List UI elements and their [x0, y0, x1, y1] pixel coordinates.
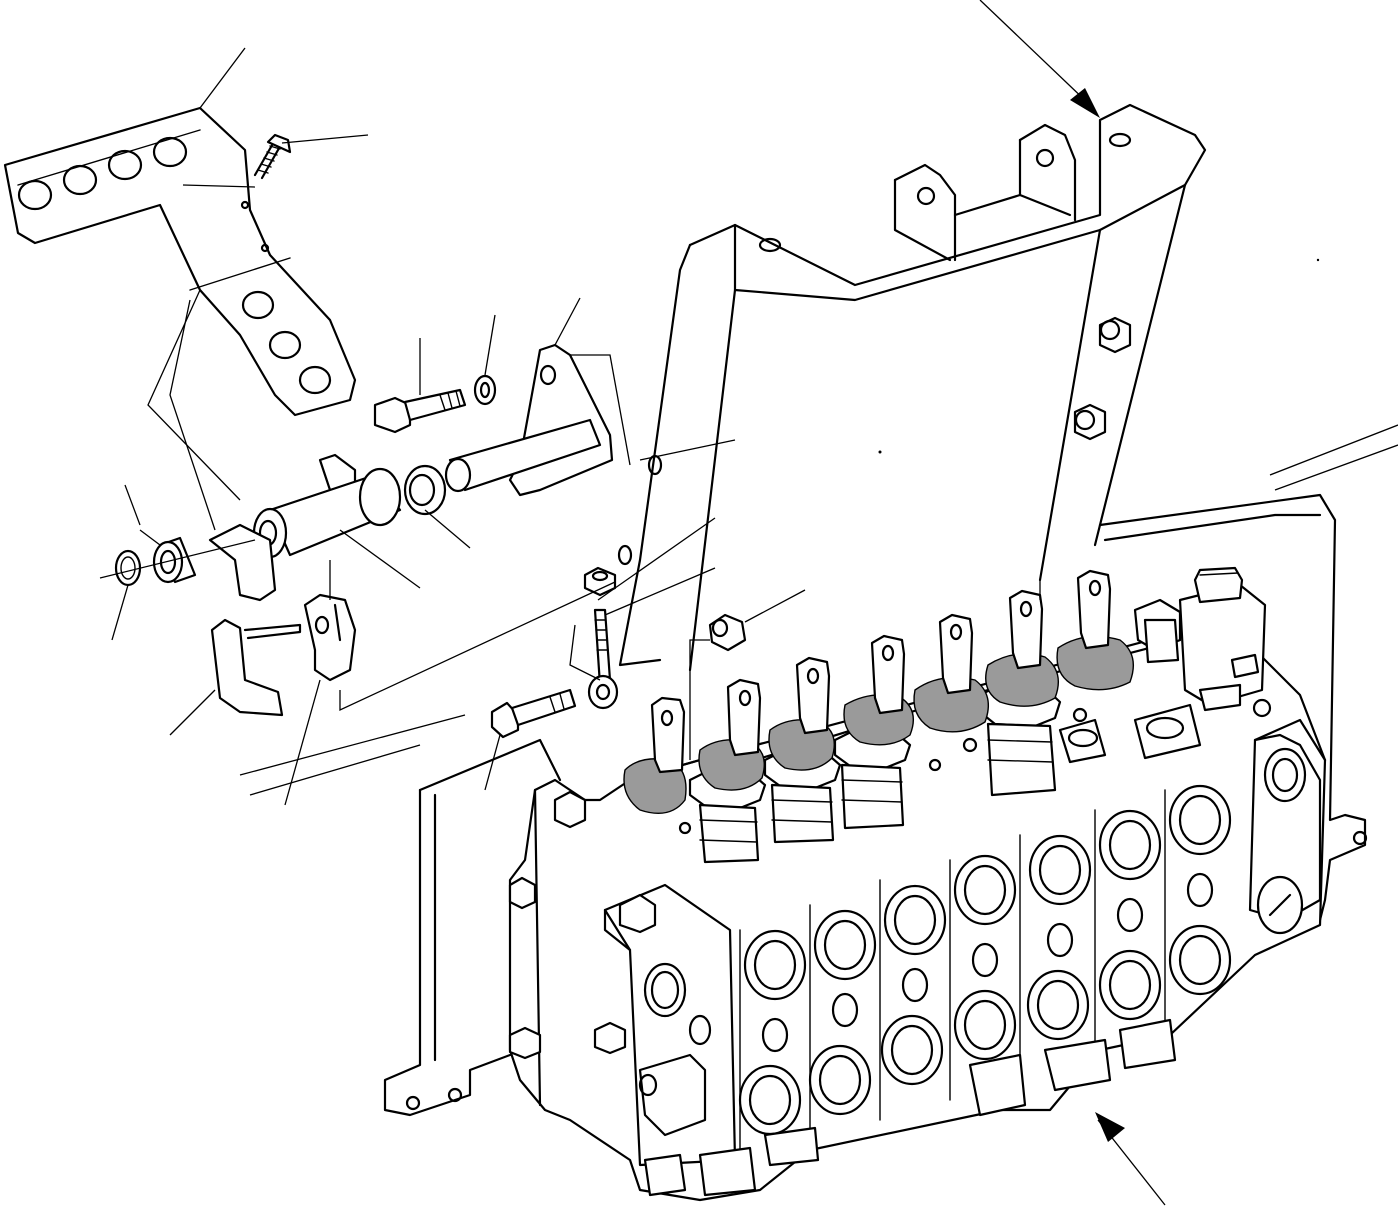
spacer-ring	[152, 536, 197, 584]
rod-end-bolt	[490, 688, 577, 739]
pedal-holes	[17, 136, 332, 395]
spool-caps	[643, 1018, 1177, 1197]
hex-plugs	[688, 683, 1062, 864]
pedal-lever	[3, 106, 357, 417]
leader-lines	[99, 0, 1398, 1206]
pivot-tube	[208, 453, 402, 602]
retaining-clip	[210, 618, 302, 717]
relief-valve	[1133, 566, 1267, 712]
rod-end	[587, 608, 619, 710]
arrow-bottom	[1095, 1112, 1125, 1142]
lock-nut	[708, 613, 747, 652]
circlip	[114, 549, 142, 587]
lever-arm	[444, 343, 614, 497]
spool-rods	[623, 569, 1134, 814]
arrow-top	[1070, 88, 1100, 118]
bushing	[403, 464, 447, 516]
valve-ports	[738, 784, 1232, 1136]
mounting-bracket	[383, 103, 1368, 1117]
hex-bolt	[373, 388, 467, 434]
countersunk-screw	[253, 133, 292, 180]
control-valve	[508, 566, 1327, 1202]
clevis	[303, 593, 357, 682]
washer	[473, 374, 497, 406]
